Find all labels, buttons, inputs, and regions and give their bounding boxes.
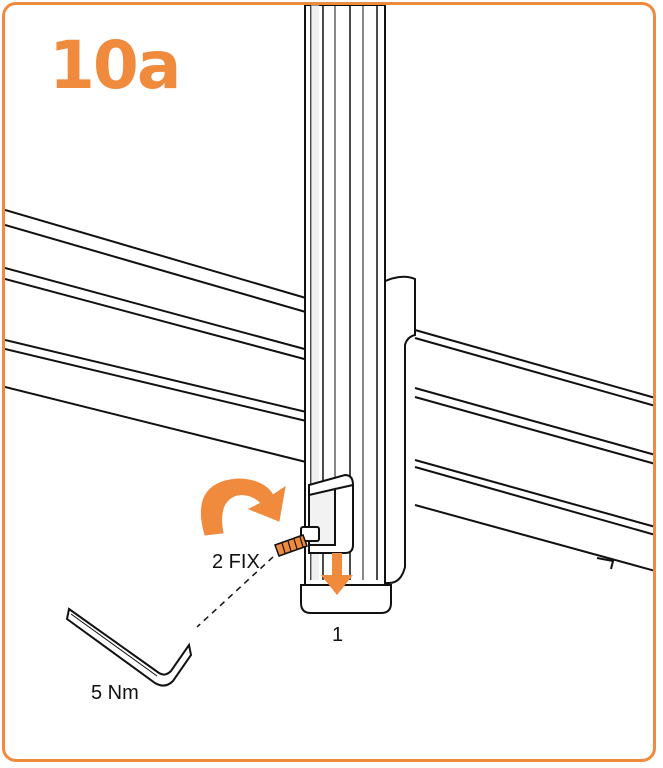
connector-side-plate (380, 275, 416, 584)
down-arrow-icon (321, 553, 353, 595)
torque-label: 5 Nm (91, 682, 139, 704)
fix-label: 2 FIX (212, 551, 260, 573)
step-one-label: 1 (332, 624, 344, 646)
step-frame: 10a 2 FIX 1 5 Nm (2, 2, 656, 762)
bolt-icon (274, 526, 320, 557)
hex-key-icon (65, 607, 193, 687)
rotate-arrow-icon (200, 478, 286, 536)
base-foot (300, 584, 392, 614)
rail-right (414, 329, 653, 572)
rail-left (5, 209, 324, 464)
assembly-illustration (5, 5, 653, 687)
step-number: 10a (49, 27, 181, 104)
